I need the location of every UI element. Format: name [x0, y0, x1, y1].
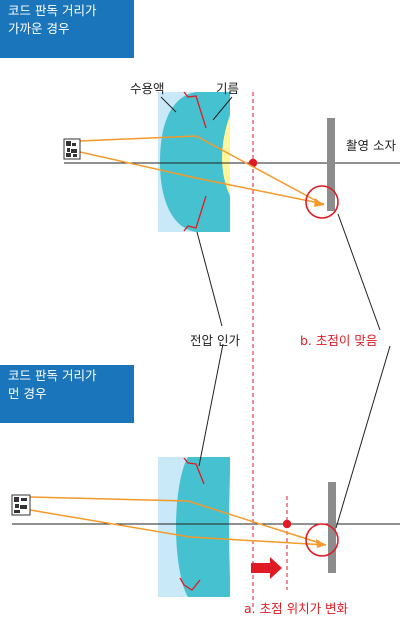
focal-point-bottom: [282, 519, 292, 529]
oil-label: 기름: [216, 81, 240, 96]
far-panel-line2: 먼 경우: [8, 386, 47, 401]
ray-top-2: [79, 151, 325, 205]
electrode-bottom-upper: [183, 457, 205, 485]
focus-position-change-label: a. 초점 위치가 변화: [244, 601, 349, 616]
electrode-top-upper: [183, 91, 207, 129]
near-distance-panel: 코드 판독 거리가 가까운 경우: [0, 0, 134, 58]
ray-arrowhead-top: [314, 198, 324, 207]
ray-bottom-2: [29, 509, 327, 546]
leader-voltage-top: [196, 231, 223, 327]
near-panel-line2: 가까운 경우: [8, 21, 70, 36]
near-panel-line1: 코드 판독 거리가: [8, 3, 97, 18]
ray-top-1: [79, 135, 325, 206]
leader-voltage-bottom: [198, 343, 224, 467]
electrode-bottom-lower: [179, 577, 201, 591]
far-distance-panel: 코드 판독 거리가 먼 경우: [0, 365, 134, 423]
image-sensor-top: [327, 118, 335, 211]
liquid-lens-top: [160, 92, 230, 232]
qr-code-top: [63, 138, 81, 160]
focus-shift-arrow: [251, 557, 282, 579]
in-focus-label: b. 초점이 맞음: [300, 333, 378, 348]
qr-code-bottom: [11, 494, 31, 516]
liquid-lens-bottom: [176, 457, 230, 597]
far-panel-line1: 코드 판독 거리가: [8, 368, 97, 383]
electrode-top-lower: [183, 195, 207, 232]
ray-arrowhead-bottom: [316, 539, 326, 548]
ray-bottom-1: [29, 496, 327, 546]
leader-in-focus: [337, 213, 381, 331]
leader-in-focus-bottom: [335, 345, 391, 529]
leader-aqueous: [160, 96, 177, 113]
image-sensor-label: 촬영 소자: [346, 138, 396, 153]
voltage-applied-label: 전압 인가: [190, 333, 240, 348]
leader-oil: [212, 96, 233, 121]
focus-circle-top: [305, 185, 339, 219]
focus-circle-bottom: [305, 523, 339, 557]
aqueous-solution-label: 수용액: [130, 81, 165, 96]
